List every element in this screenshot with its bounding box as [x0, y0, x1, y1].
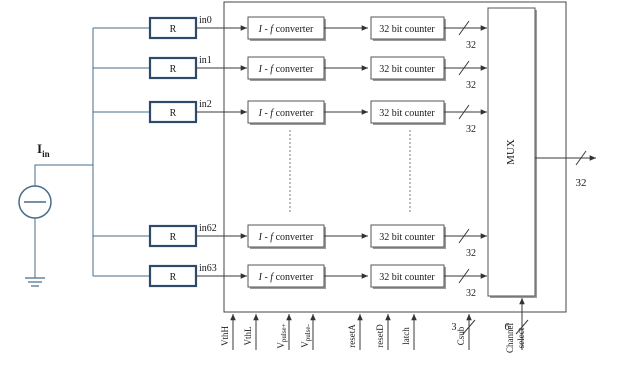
- signal-label: VthH: [220, 326, 230, 347]
- converter-label: I - f converter: [258, 64, 314, 75]
- resistor-label: R: [170, 272, 177, 283]
- counter-label: 32 bit counter: [379, 108, 435, 119]
- resistor-label: R: [170, 24, 177, 35]
- counter-label: 32 bit counter: [379, 232, 435, 243]
- input-label: in62: [199, 223, 217, 234]
- control-signal: VthL: [243, 314, 259, 350]
- bus-width-label: 32: [466, 248, 476, 259]
- control-signal: resetA: [347, 314, 363, 350]
- signal-label: Vpulse-: [300, 324, 312, 348]
- bus-width-label: 32: [466, 124, 476, 135]
- signal-label: resetA: [347, 324, 357, 348]
- control-signal: latch: [401, 314, 417, 350]
- mux-label: MUX: [505, 139, 517, 165]
- signal-label: resetD: [375, 324, 385, 348]
- input-label: in63: [199, 263, 217, 274]
- input-label: in1: [199, 55, 212, 66]
- converter-label: I - f converter: [258, 232, 314, 243]
- signal-label: latch: [401, 327, 411, 345]
- signal-label: Channelselect: [505, 323, 526, 353]
- signal-label: Csub: [456, 326, 466, 345]
- converter-label: I - f converter: [258, 24, 314, 35]
- counter-label: 32 bit counter: [379, 24, 435, 35]
- control-signal: Vpulse+: [276, 314, 292, 350]
- control-signal: Vpulse-: [300, 314, 316, 350]
- input-label: in2: [199, 99, 212, 110]
- control-signal: VthH: [220, 314, 236, 350]
- counter-label: 32 bit counter: [379, 64, 435, 75]
- bus-width-label: 32: [466, 288, 476, 299]
- control-signals: VthH VthL Vpulse+ Vpulse-resetA resetD latch C…: [220, 298, 529, 353]
- bus-width-label: 32: [466, 40, 476, 51]
- source-label: Iin: [37, 141, 50, 159]
- resistor-label: R: [170, 64, 177, 75]
- bus-width-label: 32: [466, 80, 476, 91]
- input-label: in0: [199, 15, 212, 26]
- mux-block: MUX 32: [487, 7, 596, 298]
- ground-icon: [25, 277, 45, 287]
- signal-bus-width: 6: [505, 322, 510, 333]
- resistor-label: R: [170, 108, 177, 119]
- signal-label: Vpulse+: [276, 323, 288, 348]
- signal-bus-width: 3: [452, 322, 457, 333]
- resistor-label: R: [170, 232, 177, 243]
- mux-output-width: 32: [576, 177, 587, 189]
- current-source: Iin: [18, 141, 93, 287]
- counter-label: 32 bit counter: [379, 272, 435, 283]
- signal-label: VthL: [243, 327, 253, 346]
- converter-label: I - f converter: [258, 108, 314, 119]
- converter-label: I - f converter: [258, 272, 314, 283]
- control-signal: resetD: [375, 314, 391, 350]
